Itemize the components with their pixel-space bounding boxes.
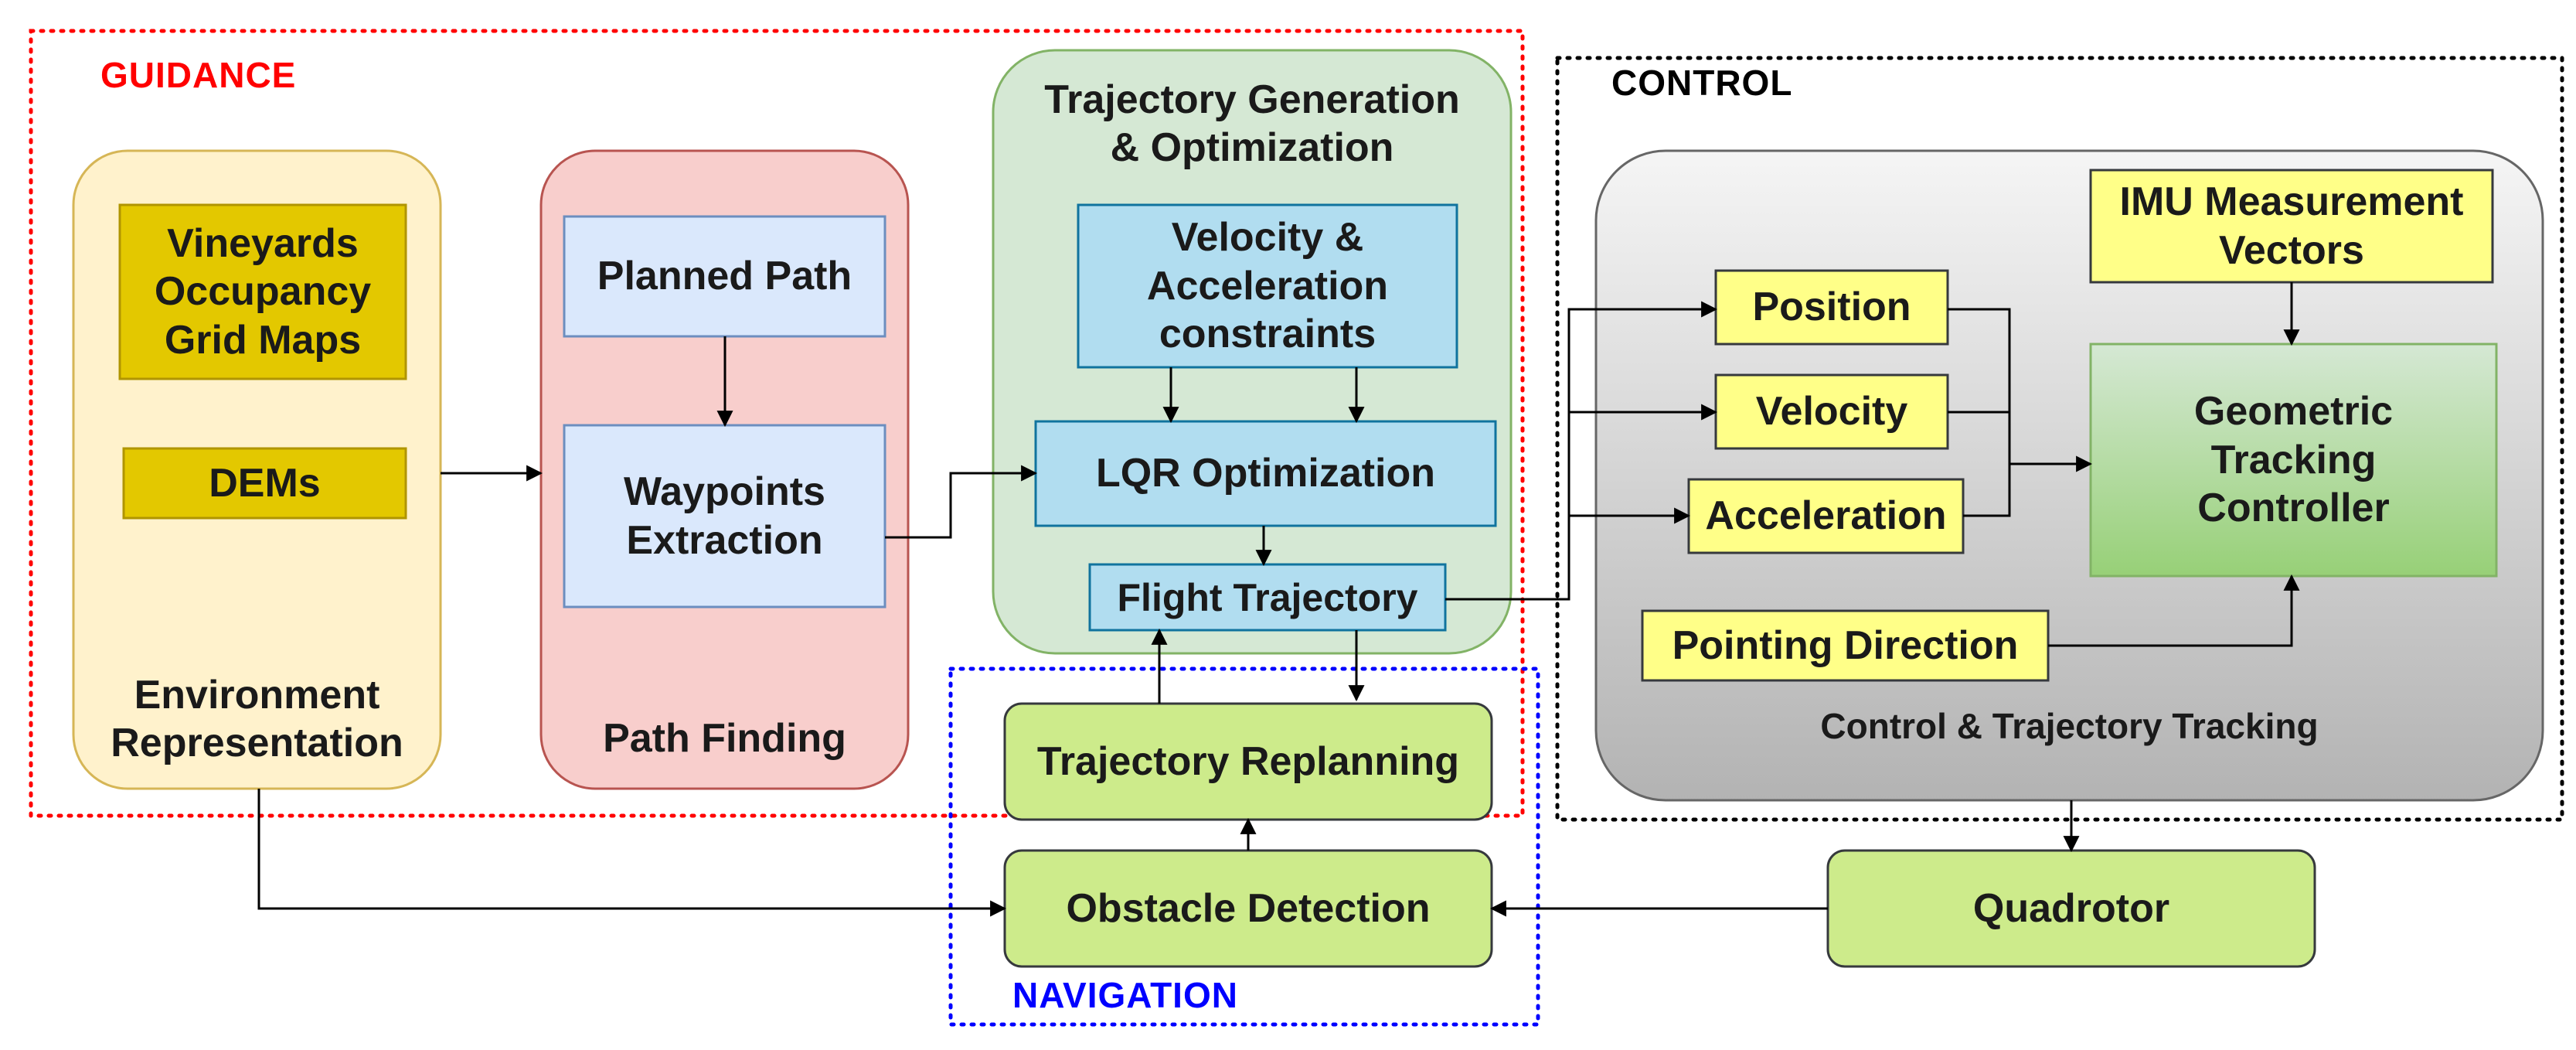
flight-trajectory-block [1088, 563, 1447, 632]
pointing-direction-block [1641, 609, 2050, 682]
trajectory-replanning-block [1003, 702, 1493, 821]
position-block [1714, 269, 1949, 346]
edge-pointing-to-controller [2048, 574, 2300, 647]
navigation-title: NAVIGATION [1012, 975, 1238, 1015]
guidance-region [29, 29, 1525, 818]
waypoints-extraction-block [563, 424, 886, 609]
acceleration-block [1687, 478, 1965, 554]
edge-environment-to-obstacle [257, 789, 1007, 917]
lqr-optimization-block [1034, 420, 1497, 527]
quadrotor-block [1826, 849, 2316, 968]
velocity-block [1714, 373, 1949, 450]
vineyards-occupancy-block [118, 203, 407, 380]
edge-acceleration-to-controller [1963, 464, 2011, 517]
edge-flight-trajectory-to-position [1445, 301, 1718, 601]
edge-position-to-controller [1948, 308, 2093, 472]
velocity-acceleration-block [1077, 203, 1458, 369]
obstacle-detection-block [1003, 849, 1493, 968]
dems-block [122, 447, 407, 520]
imu-measurement-block [2089, 169, 2494, 284]
control-region [1555, 56, 2564, 822]
guidance-title: GUIDANCE [100, 55, 297, 95]
geometric-controller-block [2089, 343, 2498, 578]
edge-waypoints-to-lqr [885, 465, 1038, 539]
navigation-region [948, 666, 1540, 1027]
planned-path-block [563, 215, 886, 338]
control-title: CONTROL [1611, 63, 1793, 103]
